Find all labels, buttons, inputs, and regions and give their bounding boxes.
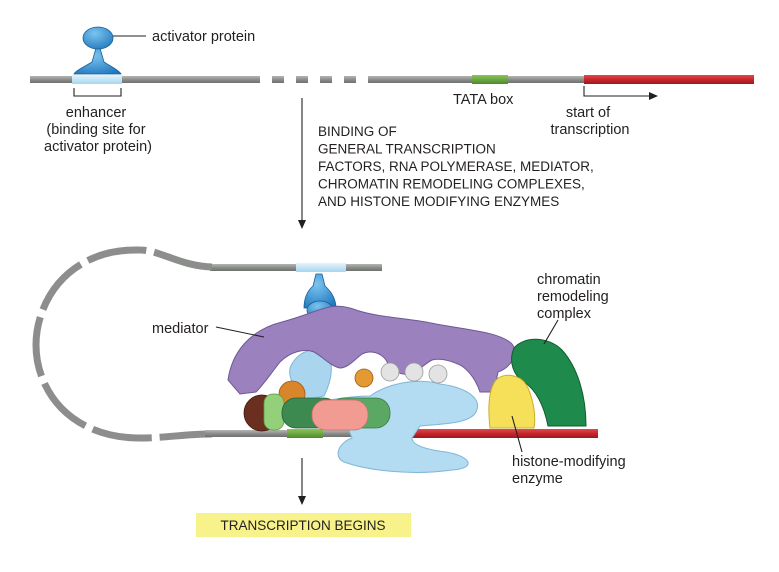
activator-protein-label: activator protein — [152, 29, 255, 45]
gtf-gray — [428, 364, 448, 384]
dna-loop — [32, 246, 213, 442]
binding-step-line: GENERAL TRANSCRIPTION — [318, 142, 496, 157]
binding-step-label: BINDING OF GENERAL TRANSCRIPTION FACTORS… — [318, 124, 598, 209]
enhancer-bracket — [73, 88, 122, 97]
chromatin-remodeling-line: remodeling — [537, 289, 609, 305]
looped-dna — [32, 246, 598, 442]
start-of-transcription-label: start of transcription — [551, 105, 630, 138]
dna-gap-dash — [272, 76, 284, 83]
general-transcription-factors — [243, 362, 448, 432]
enhancer-site-looped — [296, 263, 346, 272]
start-of-transcription-line: transcription — [551, 122, 630, 138]
dna-segment — [30, 76, 260, 83]
activator-protein-top — [73, 26, 122, 75]
start-of-transcription-arrow — [583, 86, 658, 100]
mediator — [227, 305, 516, 395]
dna-gap-dash — [344, 76, 356, 83]
gtf-light-green — [263, 393, 285, 431]
chromatin-remodeling-line: chromatin — [537, 272, 601, 288]
histone-modifying-leader — [511, 415, 523, 453]
enhancer-label-line: enhancer — [66, 105, 127, 121]
gtf-gray — [404, 362, 424, 382]
tata-box-label: TATA box — [453, 92, 514, 108]
enhancer-label-line: activator protein) — [44, 139, 152, 155]
histone-modifying-label: histone-modifying enzyme — [512, 454, 630, 487]
start-of-transcription-line: start of — [566, 105, 611, 121]
gtf-pink — [311, 399, 369, 431]
binding-step-line: AND HISTONE MODIFYING ENZYMES — [318, 194, 559, 209]
histone-modifying-line: enzyme — [512, 471, 563, 487]
chromatin-remodeling-label: chromatin remodeling complex — [537, 272, 613, 322]
mediator-leader — [215, 326, 265, 338]
binding-step-line: BINDING OF — [318, 124, 397, 139]
top-dna-strand — [30, 75, 754, 84]
transcribed-region — [584, 75, 754, 84]
enhancer-site — [72, 75, 122, 84]
chromatin-remodeling-leader — [543, 319, 559, 345]
tata-box-looped — [287, 429, 323, 438]
chromatin-remodeling-line: complex — [537, 306, 592, 322]
transcription-begins-highlight — [196, 513, 411, 537]
binding-step-line: FACTORS, RNA POLYMERASE, MEDIATOR, — [318, 159, 594, 174]
dna-gap-dash — [296, 76, 308, 83]
transcribed-region-looped — [362, 429, 598, 438]
transcription-begins-label: TRANSCRIPTION BEGINS — [220, 518, 385, 533]
mediator-label: mediator — [152, 321, 209, 337]
enhancer-label: enhancer (binding site for activator pro… — [44, 105, 152, 155]
histone-modifying-enzyme — [488, 374, 536, 429]
binding-step-line: CHROMATIN REMODELING COMPLEXES, — [318, 177, 585, 192]
chromatin-remodeling-complex — [511, 338, 587, 427]
tata-box — [472, 75, 508, 84]
histone-modifying-line: histone-modifying — [512, 454, 626, 470]
enhancer-label-line: (binding site for — [46, 122, 145, 138]
dna-gap-dash — [320, 76, 332, 83]
gtf-orange-small — [354, 368, 374, 388]
gtf-gray — [380, 362, 400, 382]
